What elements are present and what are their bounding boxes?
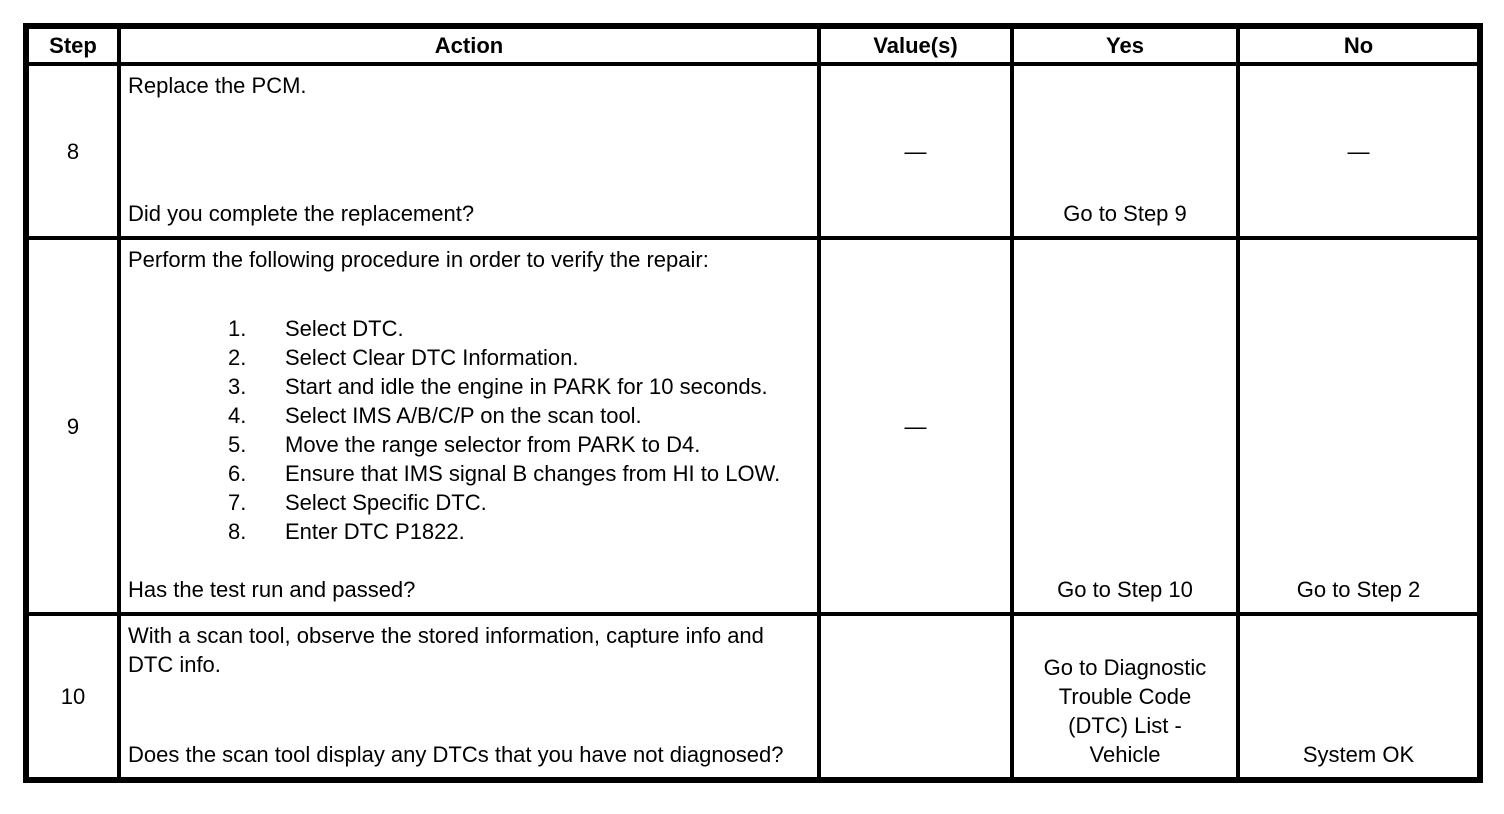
list-item: Select IMS A/B/C/P on the scan tool. xyxy=(285,403,642,428)
values-cell: — xyxy=(821,240,1014,616)
yes-cell: Go to Diagnostic Trouble Code (DTC) List… xyxy=(1014,616,1240,777)
list-item: Start and idle the engine in PARK for 10… xyxy=(285,374,768,399)
col-header-step: Step xyxy=(29,29,121,66)
no-cell: System OK xyxy=(1240,616,1477,777)
step-number: 9 xyxy=(29,240,121,616)
step-number: 10 xyxy=(29,616,121,777)
action-instruction: Replace the PCM. xyxy=(128,73,307,98)
yes-goto-label: Go to Step 9 xyxy=(1063,201,1187,226)
yes-cell: Go to Step 10 xyxy=(1014,240,1240,616)
values-cell xyxy=(821,616,1014,777)
list-item: Select Specific DTC. xyxy=(285,490,487,515)
step-number: 8 xyxy=(29,66,121,240)
values-cell: — xyxy=(821,66,1014,240)
list-item: Enter DTC P1822. xyxy=(285,519,465,544)
diagnostic-step-table: Step Action Value(s) Yes No 8 Replace th… xyxy=(23,23,1483,783)
procedure-list: Select DTC. Select Clear DTC Information… xyxy=(128,314,807,546)
action-question: Did you complete the replacement? xyxy=(128,201,475,226)
col-header-no: No xyxy=(1240,29,1477,66)
action-instruction: With a scan tool, observe the stored inf… xyxy=(128,623,764,677)
action-cell: Perform the following procedure in order… xyxy=(121,240,821,616)
no-cell: Go to Step 2 xyxy=(1240,240,1477,616)
action-question: Does the scan tool display any DTCs that… xyxy=(128,742,784,767)
no-result-label: System OK xyxy=(1302,742,1415,767)
col-header-action: Action xyxy=(121,29,821,66)
action-instruction: Perform the following procedure in order… xyxy=(128,247,709,272)
yes-cell: Go to Step 9 xyxy=(1014,66,1240,240)
list-item: Select Clear DTC Information. xyxy=(285,345,579,370)
col-header-values: Value(s) xyxy=(821,29,1014,66)
col-header-yes: Yes xyxy=(1014,29,1240,66)
list-item: Ensure that IMS signal B changes from HI… xyxy=(285,461,781,486)
yes-goto-label: Go to Diagnostic Trouble Code (DTC) List… xyxy=(1043,655,1207,767)
yes-goto-label: Go to Step 10 xyxy=(1057,577,1193,602)
action-question: Has the test run and passed? xyxy=(128,577,416,602)
action-cell: Replace the PCM. Did you complete the re… xyxy=(121,66,821,240)
no-goto-label: Go to Step 2 xyxy=(1296,577,1421,602)
action-cell: With a scan tool, observe the stored inf… xyxy=(121,616,821,777)
no-cell: — xyxy=(1240,66,1477,240)
list-item: Select DTC. xyxy=(285,316,404,341)
list-item: Move the range selector from PARK to D4. xyxy=(285,432,701,457)
